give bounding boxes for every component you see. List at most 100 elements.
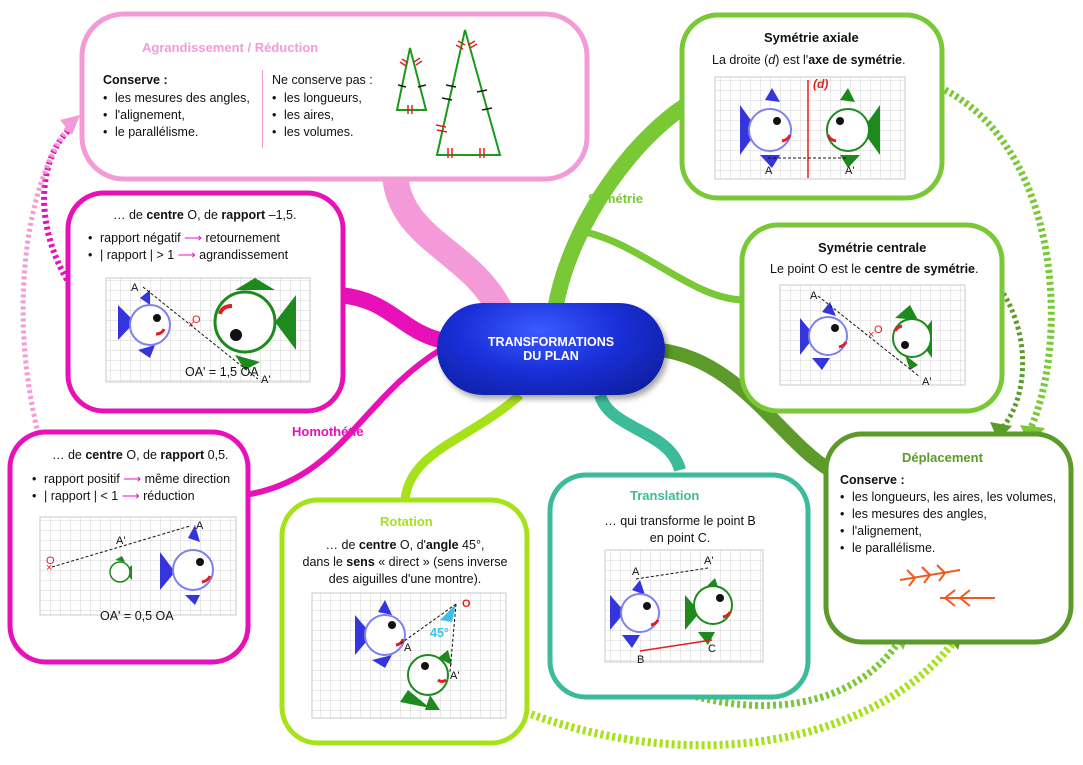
central-dashed xyxy=(817,295,921,378)
text: retournement xyxy=(205,231,280,245)
agrandissement-conserve-title: Conserve : xyxy=(103,73,168,87)
arrow-icon: ⟶ xyxy=(121,489,140,503)
list-item: rapport positif ⟶ même direction xyxy=(32,471,230,488)
fish-green-translation xyxy=(685,578,733,645)
list-item: | rapport | > 1 ⟶ agrandissement xyxy=(88,247,288,264)
homothetie-pos-bullets: rapport positif ⟶ même direction | rappo… xyxy=(32,471,230,505)
text: | rapport | < 1 xyxy=(44,489,119,503)
branch-homothetie-top xyxy=(338,287,443,348)
list-item: les mesures des angles, xyxy=(103,90,250,107)
center-line-1: TRANSFORMATIONS xyxy=(487,335,615,349)
text: O, de xyxy=(183,208,222,222)
fish-blue-medium xyxy=(160,525,214,605)
fish-green-axial xyxy=(826,88,880,168)
rotation-line-1: … de centre O, d'angle 45°, xyxy=(300,537,510,554)
text: –1,5. xyxy=(265,208,297,222)
text: … de xyxy=(113,208,147,222)
text: centre xyxy=(358,538,397,552)
rotation-title: Rotation xyxy=(380,514,433,529)
fish-blue-rotation xyxy=(355,600,406,668)
sym-axiale-pt-a: A xyxy=(765,165,773,177)
text: . xyxy=(975,262,979,276)
arrow-homothetie-to-agrandissement-outer xyxy=(20,123,72,441)
sym-centrale-pt-a: A xyxy=(810,290,818,302)
translation-pt-b: B xyxy=(637,654,645,666)
list-item: | rapport | < 1 ⟶ réduction xyxy=(32,488,230,505)
rotation-pt-a: A xyxy=(404,642,412,654)
fish-blue-axial xyxy=(740,88,792,168)
text: dans le xyxy=(302,555,347,569)
homothetie-pos-cross-o: × xyxy=(46,562,52,574)
text: centre xyxy=(85,448,123,462)
sym-centrale-pt-a2: A' xyxy=(922,376,932,388)
arrowhead-deplacement-2 xyxy=(990,422,1012,440)
text: angle xyxy=(425,538,459,552)
deplacement-title: Déplacement xyxy=(902,450,983,465)
sym-centrale-text: Le point O est le centre de symétrie. xyxy=(770,261,978,278)
text: d xyxy=(768,53,776,67)
text: … de xyxy=(325,538,359,552)
homothetie-neg-pt-a: A xyxy=(131,282,139,294)
text: rapport positif xyxy=(44,472,120,486)
text: | rapport | > 1 xyxy=(100,248,175,262)
large-triangle xyxy=(435,29,502,156)
homothetie-pos-intro: … de centre O, de rapport 0,5. xyxy=(52,447,229,464)
translation-dashed xyxy=(635,567,709,580)
deplacement-arrows-icon xyxy=(899,564,995,607)
homothetie-pos-pt-o: O xyxy=(46,555,55,567)
rotation-dashed-1 xyxy=(399,603,457,645)
branch-symetrie-2 xyxy=(574,226,746,304)
text: réduction xyxy=(143,489,195,503)
translation-pt-a: A xyxy=(632,566,640,578)
translation-pt-c: C xyxy=(708,643,716,655)
list-item: l'alignement, xyxy=(103,107,250,124)
translation-line-2: en point C. xyxy=(649,531,711,545)
arrow-sym-axiale-to-deplacement xyxy=(943,86,1055,432)
text: 45°, xyxy=(458,538,485,552)
sym-axiale-title: Symétrie axiale xyxy=(764,30,859,45)
agrandissement-ne-conserve-list: les longueurs, les aires, les volumes. xyxy=(272,90,362,141)
translation-text: … qui transforme le point B en point C. xyxy=(580,513,780,547)
homothetie-neg-pt-a2: A' xyxy=(261,374,271,386)
translation-vector xyxy=(639,639,713,652)
homothetie-pos-pt-a: A xyxy=(196,520,204,532)
agrandissement-divider xyxy=(262,70,263,148)
branch-label-symetrie: Symétrie xyxy=(588,191,643,206)
text: axe de symétrie xyxy=(808,53,902,67)
fish-blue-central xyxy=(800,302,848,370)
text: La droite ( xyxy=(712,53,769,67)
sym-axiale-text: La droite (d) est l'axe de symétrie. xyxy=(712,52,905,69)
center-node: TRANSFORMATIONS DU PLAN xyxy=(437,303,665,395)
fish-green-central xyxy=(892,305,932,370)
text: 0,5. xyxy=(204,448,229,462)
fish-green-rotation xyxy=(400,650,452,710)
arrow-icon: ⟶ xyxy=(123,472,142,486)
text: … de xyxy=(52,448,86,462)
triangle-ticks xyxy=(397,84,493,111)
rotation-pt-o: O xyxy=(462,598,471,610)
list-item: le parallélisme. xyxy=(103,124,250,141)
text: rapport xyxy=(160,448,205,462)
fish-green-large xyxy=(213,278,296,370)
fish-green-tiny xyxy=(109,556,132,583)
deplacement-conserve-title: Conserve : xyxy=(840,473,905,487)
list-item: les longueurs, xyxy=(272,90,362,107)
branch-translation xyxy=(594,392,686,473)
list-item: les longueurs, les aires, les volumes, xyxy=(840,489,1056,506)
agrandissement-title: Agrandissement / Réduction xyxy=(142,40,319,55)
fish-blue-small xyxy=(118,290,171,358)
arrow-translation-to-deplacement xyxy=(689,638,903,709)
text: . xyxy=(902,53,906,67)
homothetie-neg-dashed xyxy=(142,286,259,380)
list-item: l'alignement, xyxy=(840,523,1056,540)
sym-centrale-pt-o: O xyxy=(874,324,883,336)
text: rapport xyxy=(221,208,266,222)
agrandissement-ne-conserve-title: Ne conserve pas : xyxy=(272,73,373,87)
text: sens xyxy=(346,555,375,569)
branch-label-homothetie: Homothétie xyxy=(292,424,364,439)
agrandissement-conserve-list: les mesures des angles, l'alignement, le… xyxy=(103,90,250,141)
text: agrandissement xyxy=(199,248,289,262)
text: O, de xyxy=(122,448,161,462)
sym-axiale-pt-a2: A' xyxy=(845,165,855,177)
